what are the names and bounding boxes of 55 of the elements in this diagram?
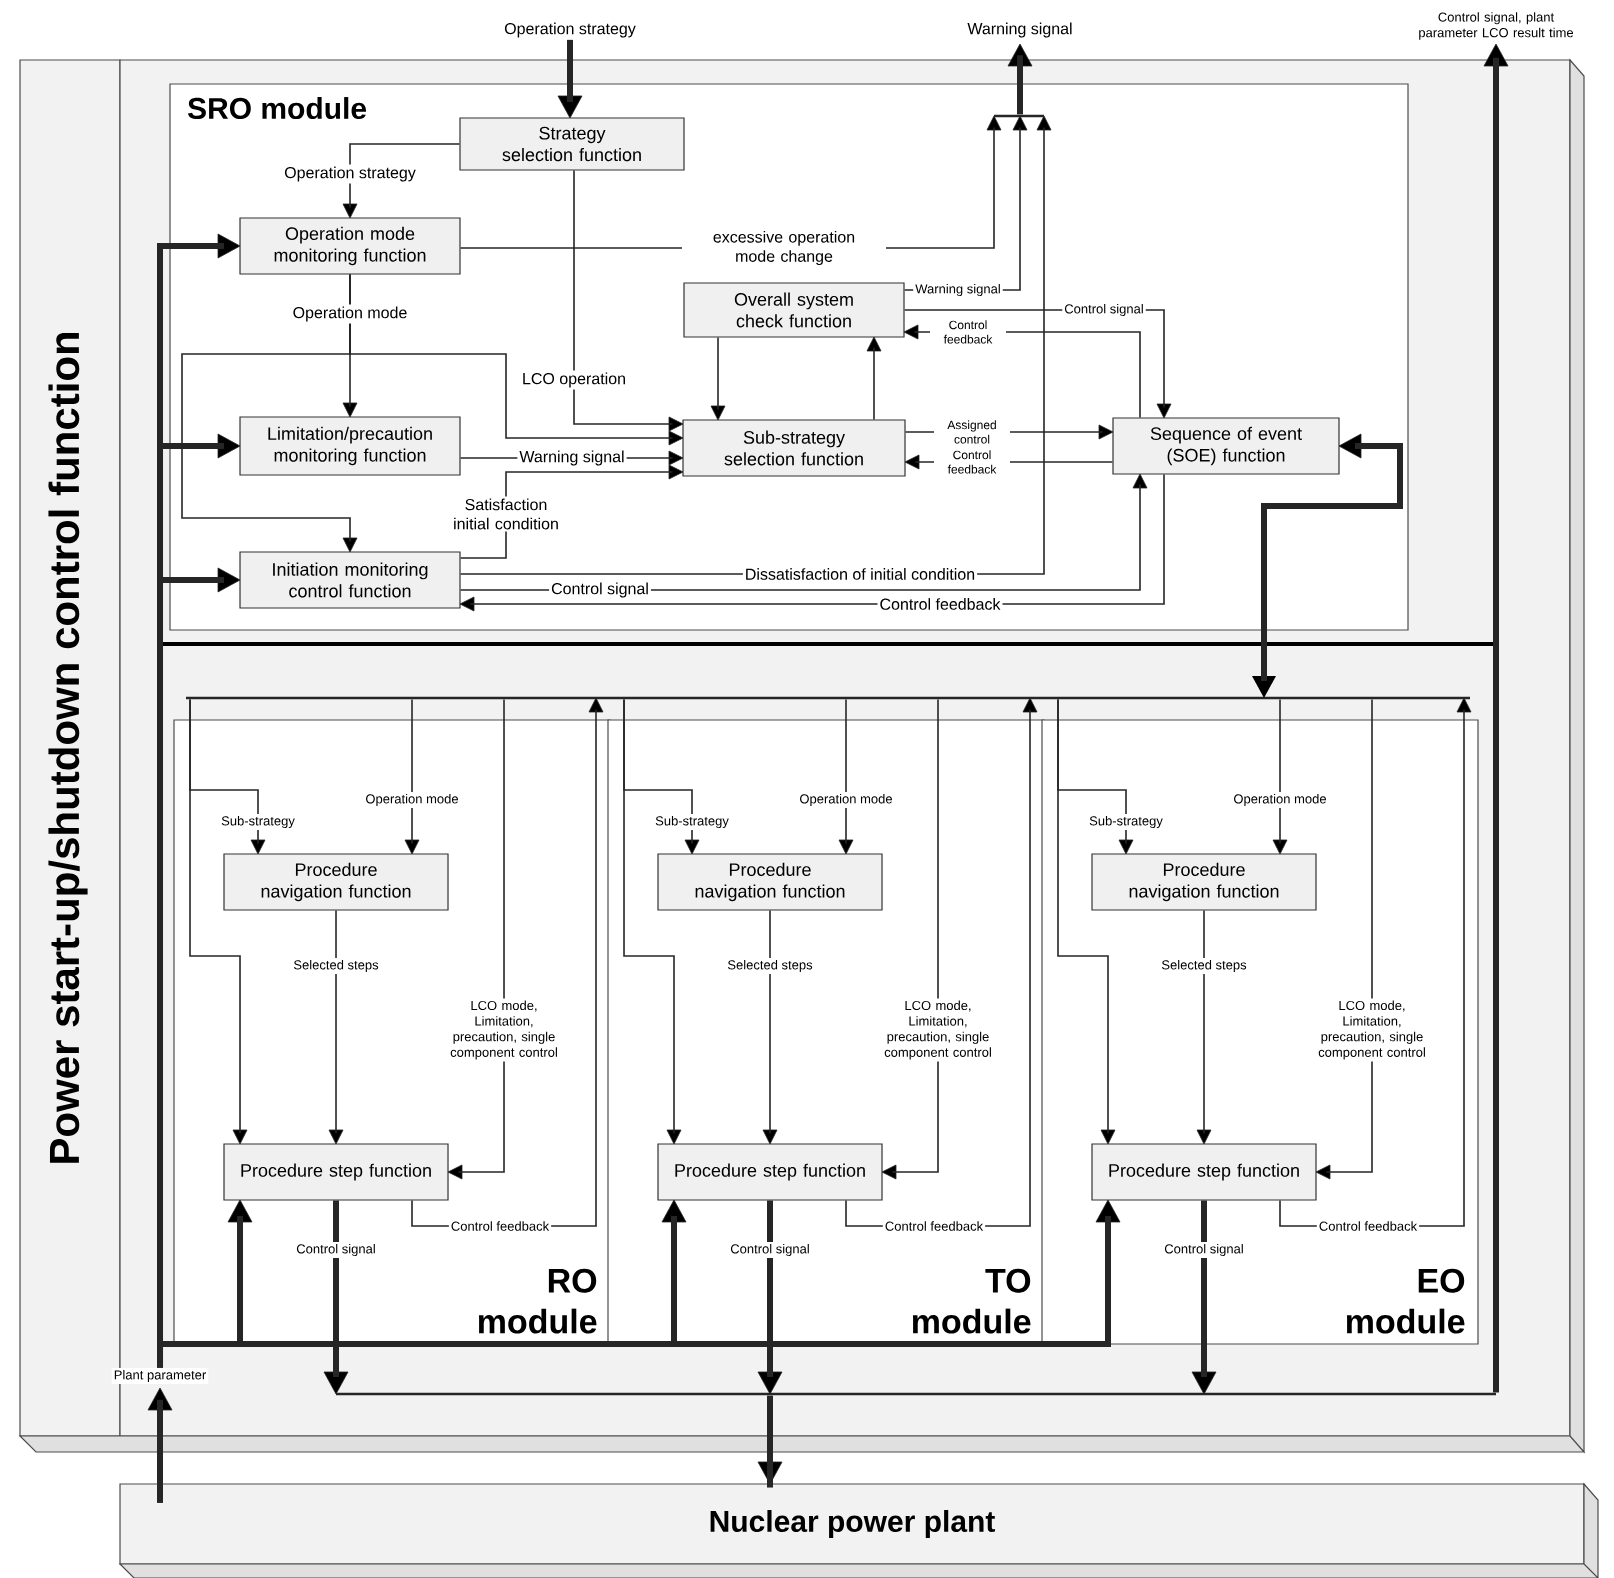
arrow — [157, 233, 241, 1368]
arrow — [1483, 43, 1509, 1393]
arrow — [1196, 909, 1212, 1145]
edge-label: Dissatisfaction of initial condition — [742, 566, 978, 582]
arrow — [557, 39, 583, 119]
arrow — [447, 698, 505, 1180]
arrow — [757, 1395, 783, 1488]
function-box: Overall system check function — [683, 282, 905, 338]
arrow — [328, 909, 344, 1145]
arrow — [710, 336, 726, 421]
plant-block: Nuclear power plant — [119, 1483, 1600, 1578]
arrow — [342, 273, 358, 418]
arrow — [623, 698, 700, 855]
function-box: Procedure step function — [1091, 1143, 1317, 1201]
bus-line — [994, 114, 1044, 118]
function-box: Procedure navigation function — [657, 853, 883, 911]
arrow — [189, 698, 266, 855]
function-box: Procedure navigation function — [223, 853, 449, 911]
arrow — [459, 464, 684, 559]
arrow — [227, 1199, 253, 1344]
arrow — [838, 698, 854, 855]
bus-line — [336, 1392, 1496, 1396]
arrow — [342, 143, 461, 219]
function-box: Limitation/precaution monitoring function — [239, 416, 461, 476]
arrow — [1272, 698, 1288, 855]
arrow — [757, 1200, 783, 1395]
arrow — [323, 1200, 349, 1395]
arrow — [762, 909, 778, 1145]
function-box: Operation mode monitoring function — [239, 217, 461, 275]
function-box: Procedure step function — [657, 1143, 883, 1201]
function-box: Procedure navigation function — [1091, 853, 1317, 911]
arrow — [1007, 43, 1033, 115]
arrow — [1057, 698, 1134, 855]
arrow — [661, 1199, 687, 1344]
edge-label: excessive operation mode change — [682, 228, 886, 268]
edge-label: Control feedback — [877, 596, 1003, 612]
signal-label: Warning signal — [967, 22, 1072, 38]
node-label: Power start-up/shutdown control function — [48, 332, 88, 1163]
arrow — [147, 1387, 173, 1503]
arrow — [881, 698, 939, 1180]
arrow — [404, 698, 420, 855]
arrow — [1315, 698, 1373, 1180]
edge-label: Satisfaction initial condition — [442, 496, 570, 532]
function-box: Initiation monitoring control function — [239, 551, 461, 609]
function-box: Sub-strategy selection function — [682, 419, 906, 477]
arrow — [1095, 1199, 1121, 1344]
bus-line — [186, 696, 1470, 700]
arrow — [573, 169, 684, 432]
function-box: Strategy selection function — [459, 117, 685, 171]
function-box: Procedure step function — [223, 1143, 449, 1201]
arrow — [1191, 1200, 1217, 1395]
arrow — [1252, 433, 1403, 698]
signal-label: Operation strategy — [504, 22, 636, 38]
function-box: Sequence of event (SOE) function — [1112, 417, 1340, 475]
arrow — [866, 336, 882, 421]
